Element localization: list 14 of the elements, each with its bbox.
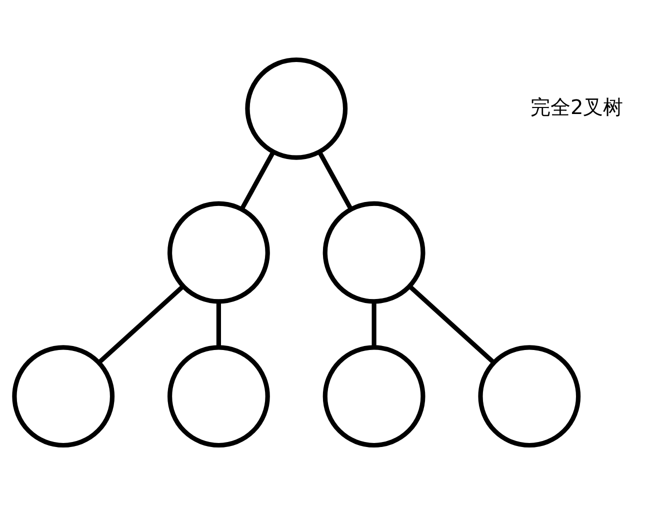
connector (98, 284, 185, 364)
node-circle (322, 201, 426, 304)
connector (408, 284, 495, 364)
connector (372, 302, 376, 348)
node-circle (12, 345, 115, 448)
node-circle (245, 57, 348, 160)
connector (240, 150, 276, 210)
node-circle (322, 345, 426, 448)
label: 完全2叉树 (530, 94, 624, 119)
node-circle (168, 201, 270, 304)
connector (317, 150, 353, 210)
node-circle (168, 345, 270, 448)
connector (216, 302, 221, 348)
node-circle (478, 345, 581, 448)
